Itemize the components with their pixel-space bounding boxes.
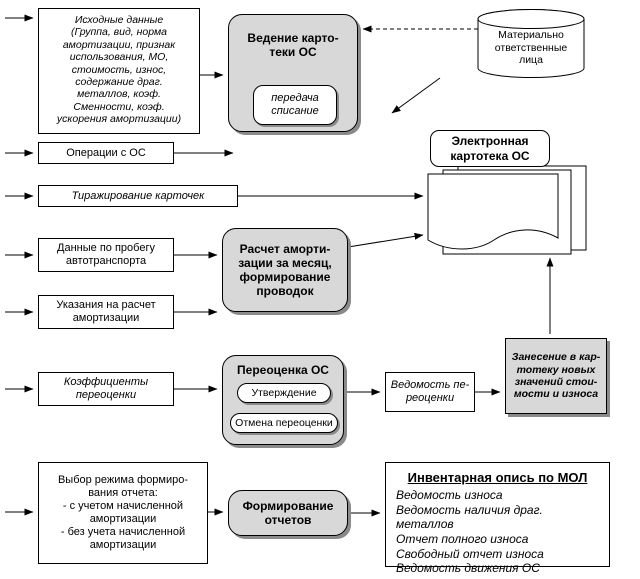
revaluation-sheet-box: Ведомость пе- реоценки (385, 372, 475, 412)
os-card-management-process: Ведение карто- теки ОС передача списание (228, 14, 358, 132)
revaluation-process: Переоценка ОС Утверждение Отмена переоце… (222, 355, 344, 445)
mol-cylinder-label: Материально ответственные лица (494, 29, 568, 67)
revaluation-title: Переоценка ОС (237, 363, 329, 377)
revaluation-coeffs-box: Коэффициенты переоценки (38, 372, 174, 406)
reports-title: Инвентарная опись по МОЛ (407, 470, 588, 485)
depreciation-calc-process: Расчет аморти- зации за месяц, формирова… (222, 228, 348, 312)
transfer-writeoff-actions: передача списание (253, 85, 337, 125)
os-operations-box: Операции с ОС (38, 142, 174, 164)
report-mode-box: Выбор режима формиро- вания отчета: - с … (38, 462, 208, 564)
cancel-revaluation-button: Отмена переоценки (230, 413, 338, 433)
card-copying-box: Тиражирование карточек (38, 185, 238, 207)
mileage-data-box: Данные по пробегу автотранспорта (38, 238, 174, 272)
electronic-card-file-label: Электронная картотека ОС (430, 130, 550, 167)
new-values-entry-process: Занесение в кар- тотеку новых значений с… (505, 338, 607, 414)
approve-button: Утверждение (237, 383, 331, 403)
source-data-box: Исходные данные (Группа, вид, норма амор… (38, 8, 200, 134)
calc-instructions-box: Указания на расчет амортизации (38, 295, 174, 329)
database-cylinder-icon (477, 9, 585, 78)
flow-arrows (5, 14, 554, 517)
document-stack-icon (427, 165, 587, 255)
os-card-management-title: Ведение карто- теки ОС (247, 31, 339, 60)
cylinder-to-card-file-arrow (391, 77, 441, 114)
reports-output-box: Инвентарная опись по МОЛ Ведомость износ… (385, 462, 610, 575)
reports-list: Ведомость износа Ведомость наличия драг.… (396, 488, 544, 576)
report-generation-process: Формирование отчетов (228, 490, 348, 536)
